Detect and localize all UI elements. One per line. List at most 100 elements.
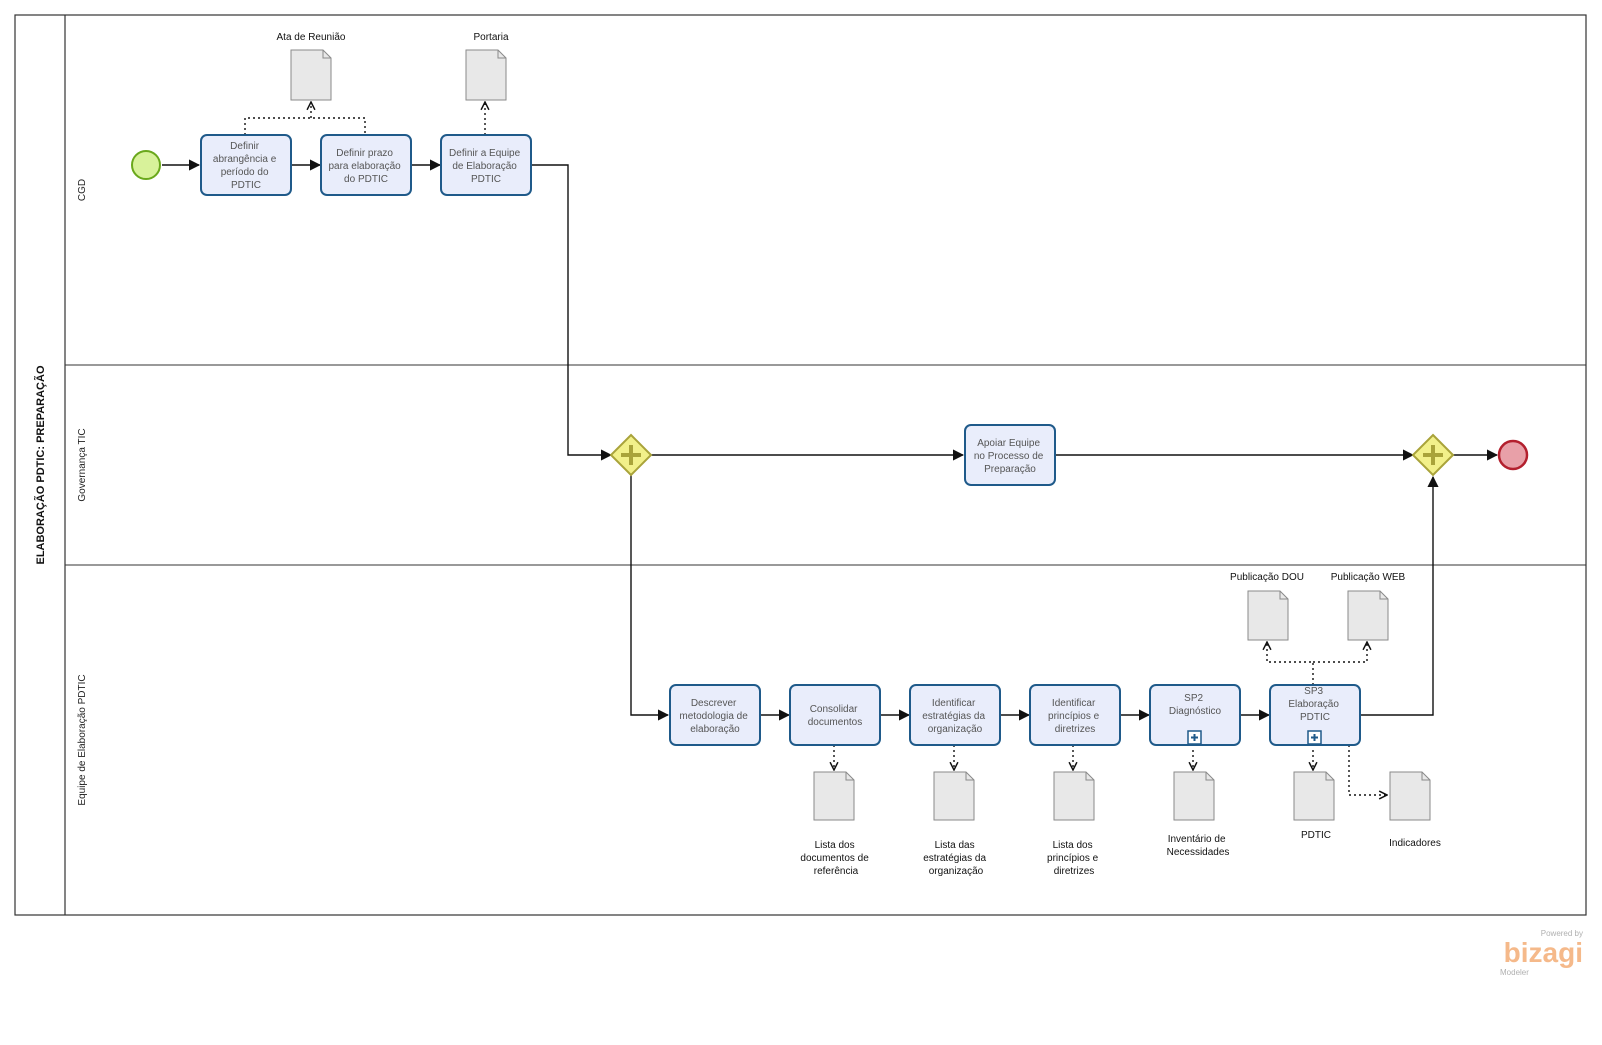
svg-text:Lista dos documentos de: Lista dos documentos de referência: [800, 840, 871, 877]
doc-label: Necessidades: [1167, 847, 1230, 858]
doc-label: Publicação DOU: [1230, 572, 1304, 583]
document-ata-de-reuniao[interactable]: Ata de Reunião: [277, 32, 346, 101]
task-definir-abrangencia[interactable]: Definir abrangência e período do PDTIC: [200, 134, 292, 196]
task-line: no Processo de: [974, 451, 1044, 462]
svg-text:Indicadores: Indicadores: [1389, 838, 1441, 849]
bizagi-watermark: Powered by bizagi Modeler: [1500, 929, 1583, 977]
svg-text:SP3 Elaboração PDT: SP3 Elaboração PDTIC: [1288, 686, 1341, 723]
task-line: para elaboração: [328, 161, 401, 172]
sequence-flows: [162, 159, 1499, 721]
svg-text:Portaria: Portaria: [473, 32, 508, 43]
doc-label: Portaria: [473, 32, 508, 43]
lane-cgd-label: CGD: [77, 179, 88, 201]
doc-label: referência: [814, 866, 859, 877]
document-portaria[interactable]: Portaria: [465, 32, 509, 101]
document-lista-estrategias[interactable]: Lista das estratégias da organização: [923, 771, 989, 877]
assoc-indicadores: [1348, 745, 1387, 795]
doc-label: diretrizes: [1054, 866, 1095, 877]
task-line: Consolidar: [810, 704, 858, 715]
start-event[interactable]: [131, 150, 161, 180]
task-line: SP2: [1184, 693, 1203, 704]
flow-gw1-t5: [630, 475, 670, 721]
svg-text:SP2 Diagnóstico: SP2 Diagnóstico: [1169, 693, 1222, 717]
task-definir-prazo[interactable]: Definir prazo para elaboração do PDTIC: [320, 134, 412, 196]
svg-text:Descrever metodologia de: Descrever metodologia de elaboração: [679, 698, 750, 735]
svg-text:PDTIC: PDTIC: [1301, 830, 1331, 841]
task-line: metodologia de: [679, 711, 748, 722]
task-line: diretrizes: [1055, 724, 1096, 735]
task-line: elaboração: [690, 724, 740, 735]
modeler-text: Modeler: [1500, 968, 1529, 977]
subprocess-elaboracao-pdtic[interactable]: SP3 Elaboração PDTIC: [1269, 684, 1361, 746]
task-line: SP3: [1304, 686, 1323, 697]
expand-subprocess-icon[interactable]: [1307, 730, 1322, 745]
doc-label: Lista dos: [1053, 840, 1093, 851]
end-event[interactable]: [1497, 439, 1529, 471]
doc-label: Lista das: [935, 840, 975, 851]
task-line: PDTIC: [471, 174, 501, 185]
task-line: Descrever: [691, 698, 737, 709]
task-line: estratégias da: [922, 711, 985, 722]
task-identificar-estrategias[interactable]: Identificar estratégias da organização: [909, 684, 1001, 746]
svg-text:Apoiar Equipe no Process: Apoiar Equipe no Processo de Preparação: [974, 438, 1046, 475]
doc-label: documentos de: [800, 853, 869, 864]
lane-governanca-label: Governança TIC: [77, 428, 88, 501]
svg-text:Inventário de Necessidad: Inventário de Necessidades: [1167, 834, 1230, 858]
task-line: Apoiar Equipe: [977, 438, 1040, 449]
lane-equipe-label: Equipe de Elaboração PDTIC: [77, 674, 88, 805]
parallel-gateway-join[interactable]: [1411, 433, 1455, 477]
expand-subprocess-icon[interactable]: [1187, 730, 1202, 745]
task-identificar-principios[interactable]: Identificar princípios e diretrizes: [1029, 684, 1121, 746]
task-line: Elaboração: [1288, 699, 1339, 710]
task-line: de Elaboração: [452, 161, 517, 172]
flow-t10-gw2: [1361, 475, 1439, 716]
associations: [244, 102, 1387, 795]
document-inventario-necessidades[interactable]: Inventário de Necessidades: [1167, 771, 1230, 858]
task-line: do PDTIC: [344, 174, 388, 185]
doc-label: princípios e: [1047, 853, 1099, 864]
powered-by-text: Powered by: [1541, 929, 1583, 938]
task-apoiar-equipe[interactable]: Apoiar Equipe no Processo de Preparação: [964, 424, 1056, 486]
subprocess-diagnostico[interactable]: SP2 Diagnóstico: [1149, 684, 1241, 746]
assoc-dou: [1267, 642, 1314, 685]
task-line: período do: [221, 167, 269, 178]
document-publicacao-web[interactable]: Publicação WEB: [1331, 572, 1406, 641]
doc-label: Publicação WEB: [1331, 572, 1406, 583]
svg-text:Lista das estratégias da: Lista das estratégias da organização: [923, 840, 989, 877]
svg-text:Consolidar documentos: Consolidar documentos: [808, 704, 862, 728]
pool-title: ELABORAÇÃO PDTIC: PREPARAÇÃO: [34, 365, 47, 564]
assoc-ata: [244, 117, 366, 135]
doc-label: Indicadores: [1389, 838, 1441, 849]
task-descrever-metodologia[interactable]: Descrever metodologia de elaboração: [669, 684, 761, 746]
svg-text:Definir prazo para elabo: Definir prazo para elaboração do PDTIC: [328, 148, 403, 185]
svg-text:Identificar princípios e: Identificar princípios e diretrizes: [1048, 698, 1102, 735]
task-line: Identificar: [1052, 698, 1096, 709]
doc-label: estratégias da: [923, 853, 986, 864]
task-line: Identificar: [932, 698, 976, 709]
task-line: Definir: [230, 141, 260, 152]
task-line: Preparação: [984, 464, 1036, 475]
task-line: Diagnóstico: [1169, 706, 1222, 717]
document-lista-principios[interactable]: Lista dos princípios e diretrizes: [1047, 771, 1101, 877]
task-line: organização: [928, 724, 983, 735]
task-line: abrangência e: [213, 154, 277, 165]
doc-label: Lista dos: [815, 840, 855, 851]
task-consolidar-documentos[interactable]: Consolidar documentos: [789, 684, 881, 746]
parallel-gateway-split[interactable]: [609, 433, 653, 477]
svg-text:Ata de Reunião: Ata de Reunião: [277, 32, 346, 43]
document-pdtic[interactable]: PDTIC: [1293, 771, 1335, 841]
doc-label: organização: [929, 866, 984, 877]
svg-text:Lista dos princípios e: Lista dos princípios e diretrizes: [1047, 840, 1101, 877]
svg-text:Publicação WEB: Publicação WEB: [1331, 572, 1406, 583]
task-line: Definir prazo: [336, 148, 393, 159]
doc-label: PDTIC: [1301, 830, 1331, 841]
task-line: PDTIC: [1300, 712, 1330, 723]
svg-text:Identificar estratégias: Identificar estratégias da organização: [922, 698, 988, 735]
bizagi-logo: bizagi: [1504, 937, 1583, 968]
document-lista-documentos-referencia[interactable]: Lista dos documentos de referência: [800, 771, 871, 877]
doc-label: Ata de Reunião: [277, 32, 346, 43]
task-definir-equipe[interactable]: Definir a Equipe de Elaboração PDTIC: [440, 134, 532, 196]
document-indicadores[interactable]: Indicadores: [1389, 771, 1441, 849]
document-publicacao-dou[interactable]: Publicação DOU: [1230, 572, 1304, 641]
